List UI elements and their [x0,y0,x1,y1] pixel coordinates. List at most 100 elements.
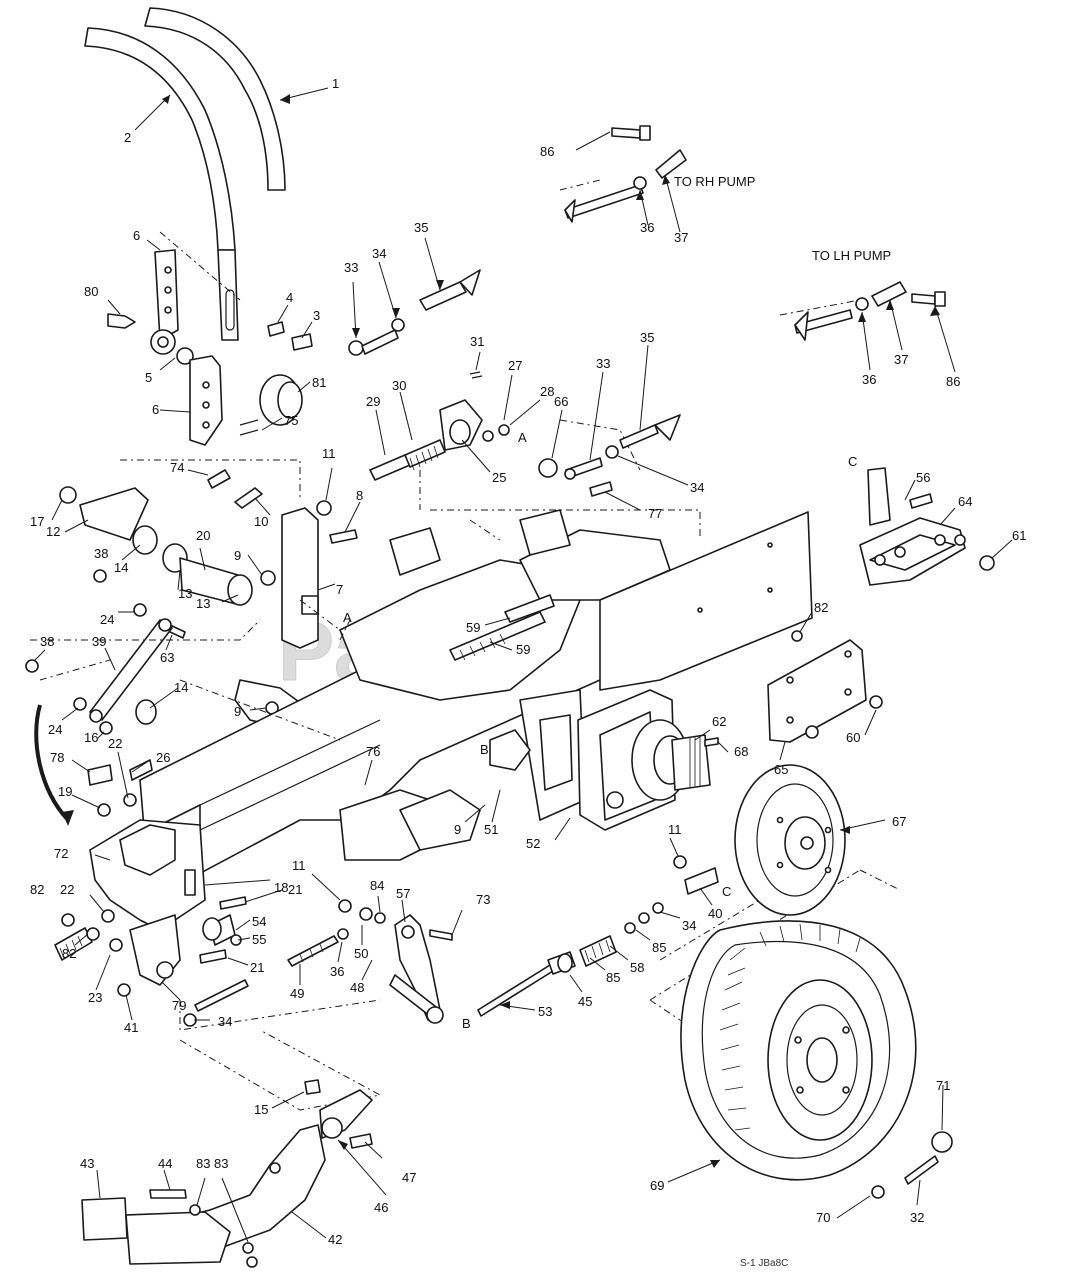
callout-number: 11 [292,858,306,873]
callout-number: 82 [814,600,828,615]
callout-number: 54 [252,914,266,929]
letter-ref-c: C [722,884,731,899]
callout-number: 38 [40,634,54,649]
callout-number: 75 [284,413,298,428]
callout-number: 44 [158,1156,172,1171]
callout-number: 25 [492,470,506,485]
callout-number: 21 [288,882,302,897]
callout-number: 82 [30,882,44,897]
callout-number: 9 [454,822,461,837]
callout-number: 80 [84,284,98,299]
callout-number: 78 [50,750,64,765]
callout-number: 57 [396,886,410,901]
callout-number: 18 [274,880,288,895]
letter-ref-a: A [518,430,527,445]
callout-number: 43 [80,1156,94,1171]
callout-number: 74 [170,460,184,475]
callout-number: 47 [402,1170,416,1185]
callout-number: 2 [124,130,131,145]
callout-number: 61 [1012,528,1026,543]
callout-number: 8 [356,488,363,503]
callout-number: 33 [344,260,358,275]
callout-number: 36 [862,372,876,387]
callout-number: 36 [330,964,344,979]
transaxle-group [449,594,719,831]
letter-ref-b: B [480,742,489,757]
callout-number: 68 [734,744,748,759]
callout-number: 33 [596,356,610,371]
callout-number: 9 [234,704,241,719]
callout-number: 4 [286,290,293,305]
right-bracket-group [859,467,995,586]
callout-number: 34 [372,246,386,261]
callout-number: 53 [538,1004,552,1019]
callout-number: 32 [910,1210,924,1225]
callout-number: 41 [124,1020,138,1035]
note-to-lh-pump: TO LH PUMP [812,248,891,263]
callout-number: 42 [328,1232,342,1247]
callout-number: 38 [94,546,108,561]
callout-number: 59 [466,620,480,635]
callout-number: 17 [30,514,44,529]
callout-number: 23 [88,990,102,1005]
callout-number: 3 [313,308,320,323]
letter-ref-c: C [848,454,857,469]
lower-middle-linkage-group [287,899,664,1024]
callout-number: 48 [350,980,364,995]
wheel-assembly-group [673,764,953,1199]
callout-number: 40 [708,906,722,921]
callout-number: 5 [145,370,152,385]
callout-number: 37 [674,230,688,245]
callout-number: 64 [958,494,972,509]
callout-number: 9 [234,548,241,563]
callout-number: 51 [484,822,498,837]
callout-number: 49 [290,986,304,1001]
callout-number: 71 [936,1078,950,1093]
upper-left-bracket-group [107,249,313,489]
brake-pedal-group [81,1079,373,1268]
callout-number: 55 [252,932,266,947]
callout-number: 13 [196,596,210,611]
callout-number: 30 [392,378,406,393]
callout-number: 36 [640,220,654,235]
callout-number: 12 [46,524,60,539]
callout-number: 52 [526,836,540,851]
callout-number: 72 [54,846,68,861]
callout-number: 73 [476,892,490,907]
drawing-code: S-1 JBa8C [740,1258,788,1269]
callout-number: 45 [578,994,592,1009]
callout-number: 84 [370,878,384,893]
callout-number: 1 [332,76,339,91]
callout-number: 50 [354,946,368,961]
callout-number: 58 [630,960,644,975]
callout-number: 7 [336,582,343,597]
note-to-rh-pump: TO RH PUMP [674,174,755,189]
callout-number: 34 [218,1014,232,1029]
callout-number: 85 [606,970,620,985]
callout-number: 76 [366,744,380,759]
callout-number: 21 [250,960,264,975]
callout-number: 22 [60,882,74,897]
callout-number: 13 [178,586,192,601]
callout-number: 24 [100,612,114,627]
callout-number: 28 [540,384,554,399]
callout-number: 39 [92,634,106,649]
leader-lines [34,87,1013,1243]
callout-number: 11 [668,822,682,837]
callout-number: 6 [133,228,140,243]
callout-number: 6 [152,402,159,417]
callout-number: 60 [846,730,860,745]
upper-middle-linkage-group [348,269,681,497]
callout-number: 14 [114,560,128,575]
callout-number: 83 [196,1156,210,1171]
callout-number: 19 [58,784,72,799]
callout-number: 27 [508,358,522,373]
callout-number: 34 [690,480,704,495]
callout-number: 22 [108,736,122,751]
callout-number: 70 [816,1210,830,1225]
callout-number: 15 [254,1102,268,1117]
callout-number: 24 [48,722,62,737]
callout-number: 82 [62,946,76,961]
callout-number: 10 [254,514,268,529]
upper-left-linkage-group [59,486,358,649]
